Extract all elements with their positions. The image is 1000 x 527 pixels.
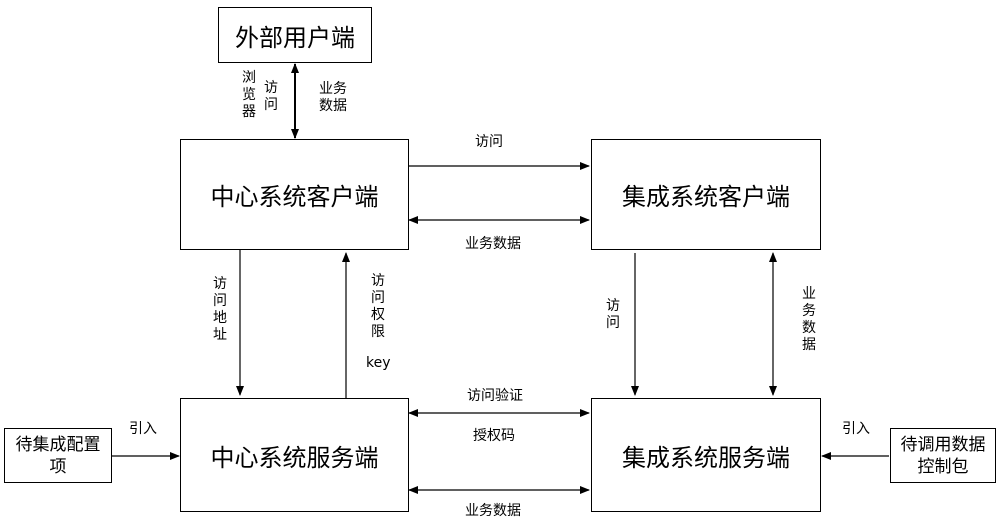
integration-server-label: 集成系统服务端: [622, 443, 790, 472]
call-package-box: 待调用数据控制包: [890, 428, 996, 483]
access-address-label: 访问地址: [213, 276, 227, 343]
auth-code-label: 授权码: [473, 428, 515, 444]
pending-config-label: 待集成配置项: [15, 434, 101, 477]
import-left-label: 引入: [129, 421, 157, 437]
external-user-label: 外部用户端: [235, 23, 355, 52]
pending-config-box: 待集成配置项: [4, 428, 112, 483]
center-client-box: 中心系统客户端: [180, 139, 409, 250]
business-data-bottom-label: 业务数据: [465, 503, 521, 519]
center-server-box: 中心系统服务端: [180, 398, 409, 512]
browser-label: 浏览器: [242, 70, 256, 120]
access-integration-label: 访问: [606, 298, 620, 331]
integration-client-label: 集成系统客户端: [622, 183, 790, 211]
business-data-right-label: 业务数据: [802, 286, 816, 353]
access-top-label: 访问: [264, 80, 278, 113]
business-data-top-label: 业务数据: [319, 81, 347, 114]
import-right-label: 引入: [842, 421, 870, 437]
business-data-mid-label: 业务数据: [465, 236, 521, 252]
access-h-label: 访问: [475, 134, 503, 150]
center-client-label: 中心系统客户端: [210, 183, 379, 211]
integration-client-box: 集成系统客户端: [591, 139, 821, 250]
center-server-label: 中心系统服务端: [210, 443, 379, 472]
access-key-cn-label: 访问权限: [371, 273, 385, 340]
access-verify-label: 访问验证: [467, 388, 523, 404]
external-user-box: 外部用户端: [218, 7, 372, 63]
access-key-en-label: key: [366, 355, 391, 371]
integration-server-box: 集成系统服务端: [591, 398, 821, 512]
call-package-label: 待调用数据控制包: [900, 434, 986, 477]
